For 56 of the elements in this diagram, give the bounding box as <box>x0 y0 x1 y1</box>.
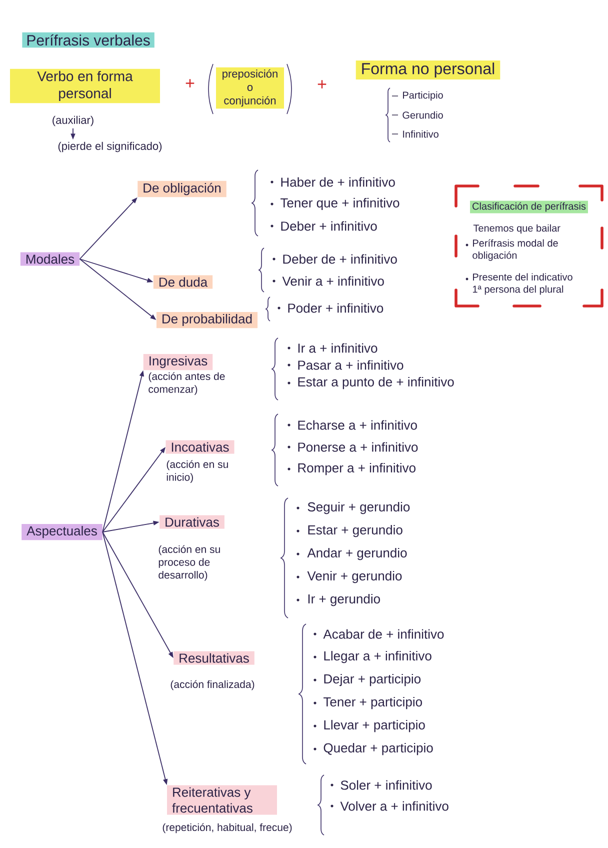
highlighted-label: Verbo en forma personal <box>10 68 160 104</box>
note-box <box>454 184 604 308</box>
list-item: Tener que + infinitivo <box>280 198 400 210</box>
list-item: Ponerse a + infinitivo <box>298 442 418 452</box>
list-item: Deber de + infinitivo <box>283 254 397 264</box>
list-item: Dejar + participio <box>324 674 421 686</box>
description-text: (repetición, habitual, frecue) <box>162 823 292 834</box>
list-item: Poder + infinitivo <box>288 303 384 313</box>
list-item: Echarse a + infinitivo <box>298 420 417 430</box>
list-item: Estar + gerundio <box>308 524 402 538</box>
note-text: Perífrasis modal de obligación <box>472 239 558 261</box>
list-item: Romper a + infinitivo <box>298 462 416 476</box>
description-text: (acción antes de comenzar) <box>148 372 225 395</box>
list-item: Acabar de + infinitivo <box>323 629 444 639</box>
plus-sign: + <box>318 80 326 88</box>
highlighted-label: De duda <box>153 275 213 289</box>
list-item: Quedar + participio <box>324 742 433 756</box>
list-item: Soler + infinitivo <box>340 780 432 790</box>
list-item: Llegar a + infinitivo <box>324 650 432 664</box>
highlighted-label: De probabilidad <box>156 312 258 328</box>
highlighted-label: Ingresivas <box>143 354 213 370</box>
highlighted-label: Modales <box>20 252 80 266</box>
list-item: Tener + participio <box>324 696 422 710</box>
list-item: Ir + gerundio <box>308 594 380 606</box>
note-text: Tenemos que bailar <box>473 224 560 234</box>
highlighted-label: Resultativas <box>174 651 254 665</box>
list-item: Venir a + infinitivo <box>282 276 384 286</box>
list-item: Pasar a + infinitivo <box>298 360 404 370</box>
note-text: Presente del indicativo 1ª persona del plural <box>472 273 572 295</box>
list-item: Haber de + infinitivo <box>281 177 395 187</box>
note-text: (pierde el significado) <box>58 142 162 152</box>
description-text: (acción en su proceso de desarrollo) <box>158 545 220 581</box>
list-item: Infinitivo <box>403 130 438 138</box>
list-item: Volver a + infinitivo <box>340 801 448 811</box>
note-text: (auxiliar) <box>52 116 94 126</box>
list-item: Seguir + gerundio <box>308 502 410 514</box>
title: Perífrasis verbales <box>22 32 154 48</box>
box-heading: Clasificación de perífrasis <box>470 200 588 214</box>
list-item: Deber + infinitivo <box>281 221 377 231</box>
list-item: Gerundio <box>402 111 443 119</box>
list-item: Llevar + participio <box>324 720 425 732</box>
highlighted-label: Aspectuales <box>22 524 102 540</box>
highlighted-label: Reiterativas y frecuentativas <box>167 785 277 815</box>
list-item: Ir a + infinitivo <box>298 343 378 353</box>
list-item: Estar a punto de + infinitivo <box>298 376 454 390</box>
highlighted-label: Durativas <box>160 515 224 529</box>
highlighted-label: Incoativas <box>166 440 234 454</box>
description-text: (acción finalizada) <box>170 680 254 690</box>
list-item: Participio <box>403 91 443 101</box>
highlighted-label: De obligación <box>138 180 226 198</box>
plus-sign: + <box>186 79 194 88</box>
highlighted-label: Forma no personal <box>356 60 500 80</box>
list-item: Andar + gerundio <box>307 548 407 560</box>
list-item: Venir + gerundio <box>307 570 402 584</box>
highlighted-label: preposición o conjunción <box>216 67 284 109</box>
description-text: (acción en su inicio) <box>166 460 228 483</box>
